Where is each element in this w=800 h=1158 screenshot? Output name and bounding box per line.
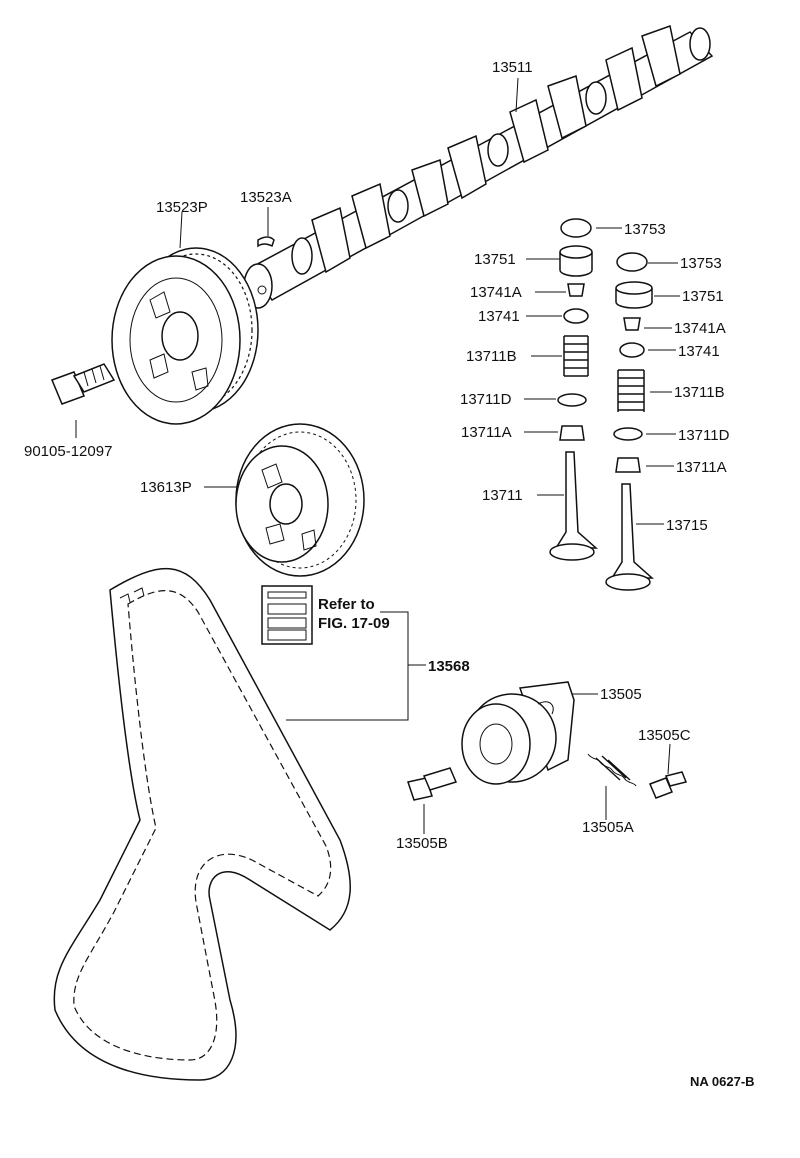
label-tension-spring[interactable]: 13505A <box>582 819 634 836</box>
label-timing-belt[interactable]: 13568 <box>428 658 470 675</box>
label-keeper-a[interactable]: 13741A <box>470 284 522 301</box>
keeper-a-left[interactable] <box>567 283 585 297</box>
lifter-right[interactable] <box>615 281 653 309</box>
seal-a-right[interactable] <box>615 457 641 473</box>
label-cam-pulley[interactable]: 13613P <box>140 479 192 496</box>
label-retainer-cap[interactable]: 13753 <box>624 221 666 238</box>
valve-stack-left <box>549 218 598 561</box>
spring-b-right[interactable] <box>617 369 645 412</box>
tensioner[interactable] <box>461 681 575 785</box>
figure-code: NA 0627-B <box>690 1074 755 1089</box>
tension-spring[interactable] <box>587 753 637 787</box>
exhaust-valve[interactable] <box>605 483 654 591</box>
timing-pulley-large[interactable] <box>111 247 259 425</box>
tensioner-bolt-c[interactable] <box>649 771 688 799</box>
timing-belt[interactable] <box>53 568 351 1081</box>
label-keeper-2[interactable]: 13741 <box>678 343 720 360</box>
label-keeper-a-2[interactable]: 13741A <box>674 320 726 337</box>
retainer-cap-left[interactable] <box>560 218 592 238</box>
label-seat-d[interactable]: 13711D <box>460 391 512 408</box>
seal-a-left[interactable] <box>559 425 585 441</box>
label-retainer-cap-2[interactable]: 13753 <box>680 255 722 272</box>
label-tensioner-bolt-b[interactable]: 13505B <box>396 835 448 852</box>
keeper-a-right[interactable] <box>623 317 641 331</box>
label-tensioner[interactable]: 13505 <box>600 686 642 703</box>
seat-d-right[interactable] <box>613 427 643 441</box>
intake-valve[interactable] <box>549 451 598 561</box>
retainer-cap-right[interactable] <box>616 252 648 272</box>
label-tensioner-bolt-c[interactable]: 13505C <box>638 727 691 744</box>
label-spring-b-2[interactable]: 13711B <box>674 384 725 401</box>
label-pulley-bolt[interactable]: 90105-12097 <box>24 443 112 460</box>
tensioner-bolt-b[interactable] <box>407 767 458 801</box>
valve-stack-right <box>605 252 654 591</box>
pulley-bolt[interactable] <box>51 363 116 405</box>
label-timing-pulley-large[interactable]: 13523P <box>156 199 208 216</box>
reference-icon <box>261 585 313 645</box>
leader-lines <box>75 77 680 834</box>
spring-b-left[interactable] <box>563 335 589 377</box>
label-pulley-key[interactable]: 13523A <box>240 189 292 206</box>
keeper-left[interactable] <box>563 308 589 324</box>
pulley-key[interactable] <box>257 236 275 248</box>
label-lifter[interactable]: 13751 <box>474 251 516 268</box>
cam-pulley[interactable] <box>235 423 365 577</box>
seat-d-left[interactable] <box>557 393 587 407</box>
lifter-left[interactable] <box>559 245 593 277</box>
reference-line-2[interactable]: FIG. 17-09 <box>318 615 390 632</box>
label-exhaust-valve[interactable]: 13715 <box>666 517 708 534</box>
label-keeper[interactable]: 13741 <box>478 308 520 325</box>
part-labels: 13511 13523P 13523A 90105-12097 13613P 1… <box>24 59 755 1089</box>
keeper-right[interactable] <box>619 342 645 358</box>
camshaft[interactable] <box>243 25 714 309</box>
label-seat-d-2[interactable]: 13711D <box>678 427 730 444</box>
label-intake-valve[interactable]: 13711 <box>482 487 523 504</box>
label-lifter-2[interactable]: 13751 <box>682 288 724 305</box>
label-camshaft[interactable]: 13511 <box>492 59 533 76</box>
label-seal-a-2[interactable]: 13711A <box>676 459 727 476</box>
reference-line-1[interactable]: Refer to <box>318 596 375 613</box>
label-spring-b[interactable]: 13711B <box>466 348 517 365</box>
label-seal-a[interactable]: 13711A <box>461 424 512 441</box>
